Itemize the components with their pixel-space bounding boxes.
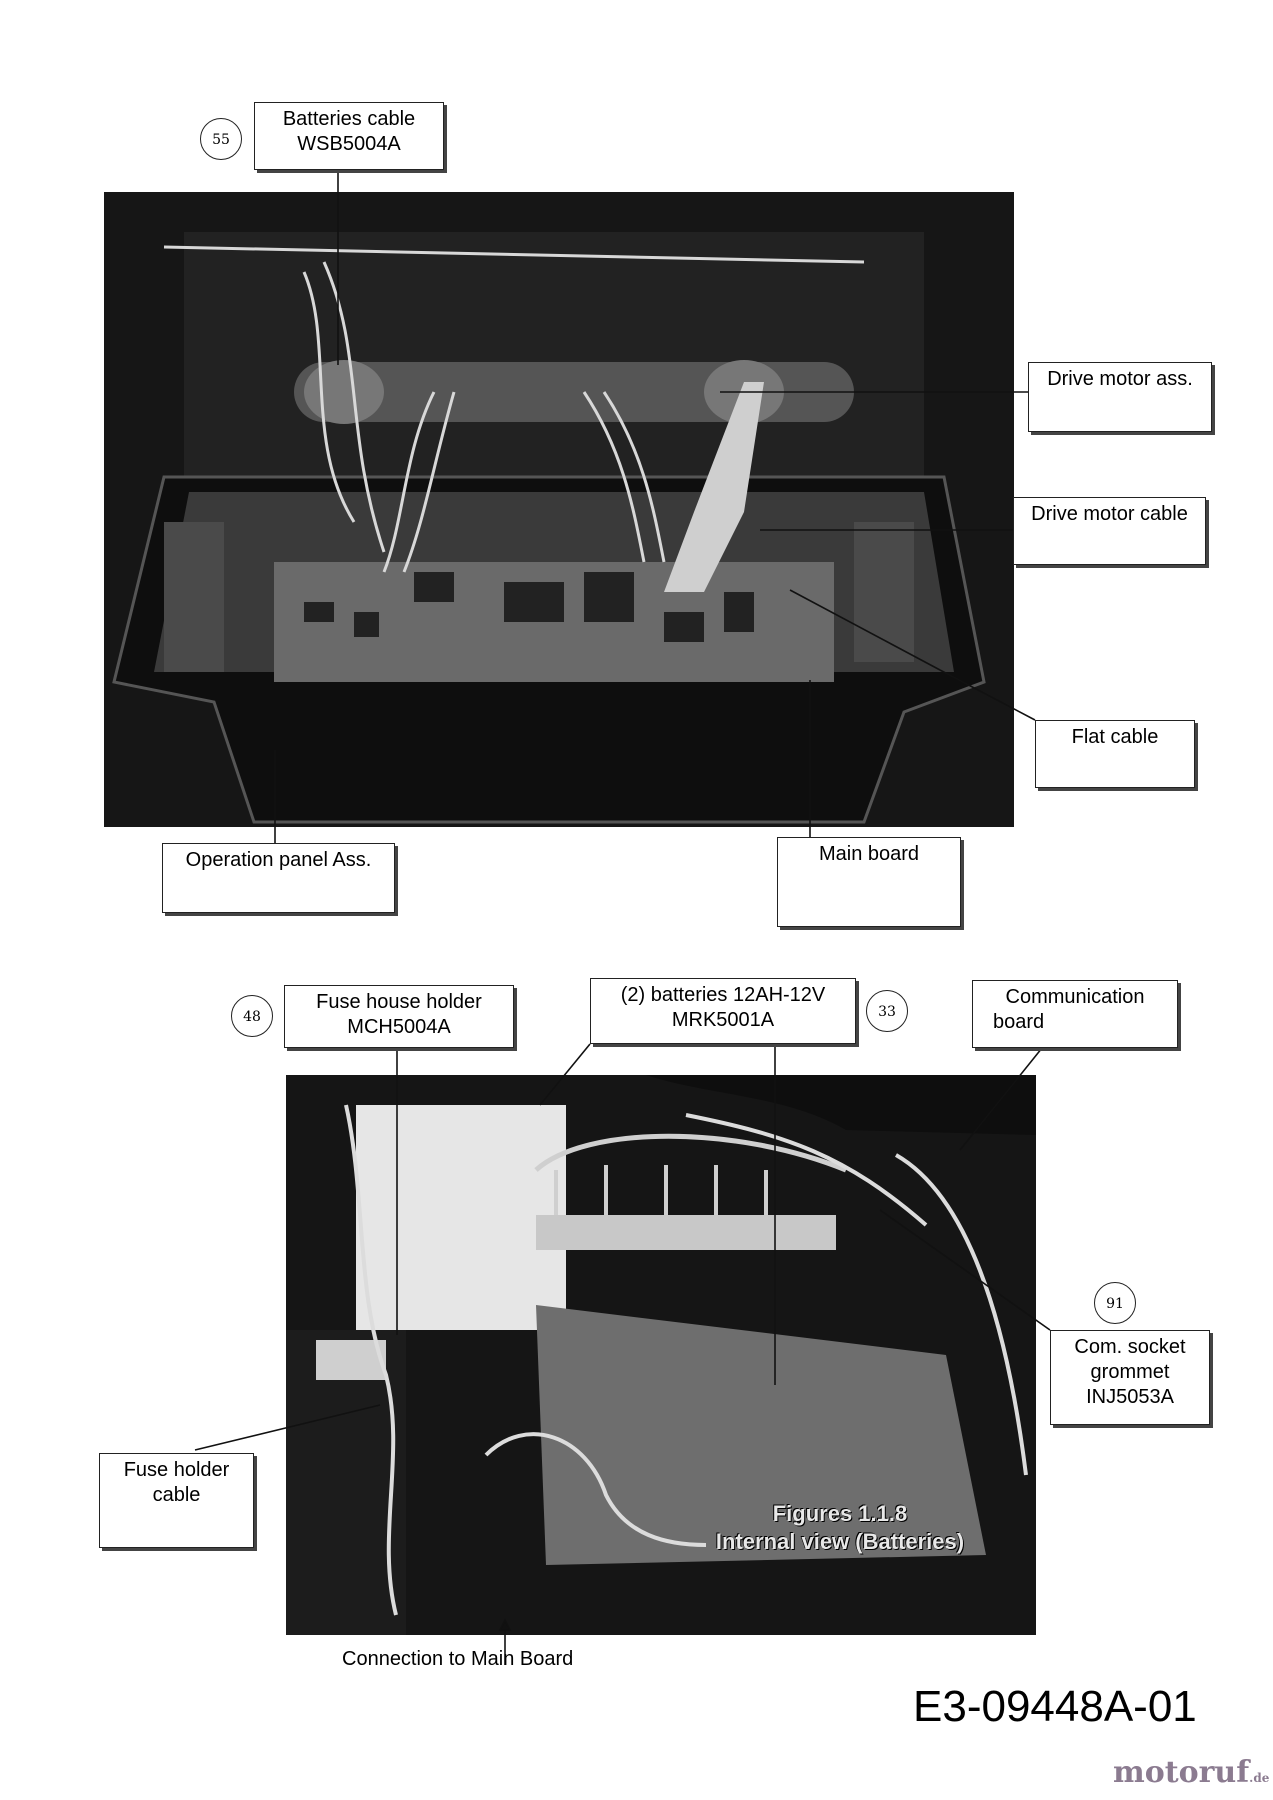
label-line: INJ5053A (1086, 1386, 1174, 1408)
battery-compartment-photo (286, 1075, 1036, 1635)
callout-number-55: 55 (200, 118, 242, 160)
label-communication-board: Communication board (972, 980, 1178, 1048)
drive-unit-photo (104, 192, 1014, 827)
label-line: WSB5004A (297, 133, 401, 155)
callout-number-text: 91 (1106, 1296, 1124, 1312)
label-line: Com. socket (1074, 1336, 1186, 1358)
label-line: Main board (818, 843, 920, 865)
label-batteries: (2) batteries 12AH-12V MRK5001A (590, 978, 856, 1044)
label-com-socket-grommet: Com. socket grommet INJ5053A (1050, 1330, 1210, 1425)
brand-name: motoruf (1113, 1755, 1250, 1790)
label-line: Operation panel Ass. (185, 849, 372, 871)
label-connection-main-board: Connection to Main Board (342, 1648, 574, 1670)
label-drive-motor-ass: Drive motor ass. (1028, 362, 1212, 432)
label-fuse-house-holder: Fuse house holder MCH5004A (284, 985, 514, 1048)
figure-caption: Figures 1.1.8 Internal view (Batteries) (690, 1500, 990, 1556)
label-line: board (993, 1011, 1045, 1033)
label-line: grommet (1090, 1361, 1170, 1383)
label-line: cable (152, 1484, 201, 1506)
brand-logo: motoruf.de (1113, 1755, 1269, 1790)
label-line: MRK5001A (671, 1009, 775, 1031)
label-line: Batteries cable (282, 108, 416, 130)
label-line: Fuse holder (123, 1459, 230, 1481)
document-id: E3-09448A-01 (913, 1682, 1197, 1731)
caption-line: Internal view (Batteries) (715, 1529, 965, 1554)
label-line: Fuse house holder (316, 991, 482, 1013)
label-line: MCH5004A (347, 1016, 451, 1038)
label-operation-panel: Operation panel Ass. (162, 843, 395, 913)
label-line: (2) batteries 12AH-12V (620, 984, 826, 1006)
label-drive-motor-cable: Drive motor cable (1013, 497, 1206, 565)
label-line: Communication (1005, 986, 1145, 1008)
label-batteries-cable: Batteries cable WSB5004A (254, 102, 444, 170)
label-fuse-holder-cable: Fuse holder cable (99, 1453, 254, 1548)
label-flat-cable: Flat cable (1035, 720, 1195, 788)
label-main-board: Main board (777, 837, 961, 927)
caption-line: Figures 1.1.8 (772, 1501, 908, 1526)
brand-suffix: .de (1249, 1771, 1270, 1785)
callout-number-33: 33 (866, 990, 908, 1032)
label-line: Drive motor cable (1031, 503, 1188, 525)
callout-number-text: 33 (878, 1004, 896, 1020)
callout-number-48: 48 (231, 995, 273, 1037)
label-line: Drive motor ass. (1047, 368, 1193, 390)
label-line: Flat cable (1071, 726, 1159, 748)
callout-number-91: 91 (1094, 1282, 1136, 1324)
callout-number-text: 48 (243, 1009, 261, 1025)
callout-number-text: 55 (212, 132, 230, 148)
